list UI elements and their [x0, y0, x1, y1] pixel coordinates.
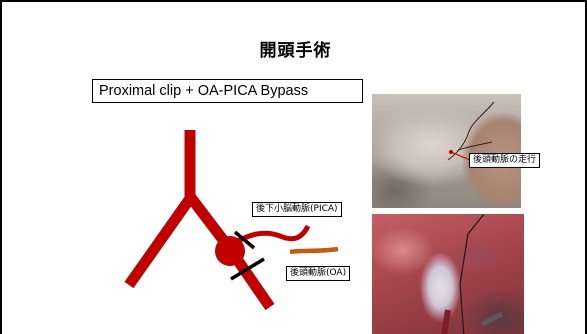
proximal-clip [233, 230, 256, 250]
pica-label: 後下小脳動脈(PICA) [252, 202, 342, 217]
oa-artery [289, 246, 339, 255]
aneurysm [215, 236, 245, 266]
subtitle-box: Proximal clip + OA-PICA Bypass [92, 79, 363, 103]
pica-artery [230, 224, 311, 247]
head-photo [372, 94, 521, 208]
oa-label: 後頭動脈(OA) [286, 266, 351, 281]
distal-clip [230, 257, 265, 281]
left-vertebral-artery [124, 193, 196, 289]
surgical-photo-overlay [441, 214, 504, 334]
head-photo-label: 後頭動脈の走行 [469, 153, 541, 168]
head-photo-overlay [447, 101, 495, 161]
slide-title: 開頭手術 [259, 41, 332, 61]
surgical-photo [372, 214, 524, 334]
